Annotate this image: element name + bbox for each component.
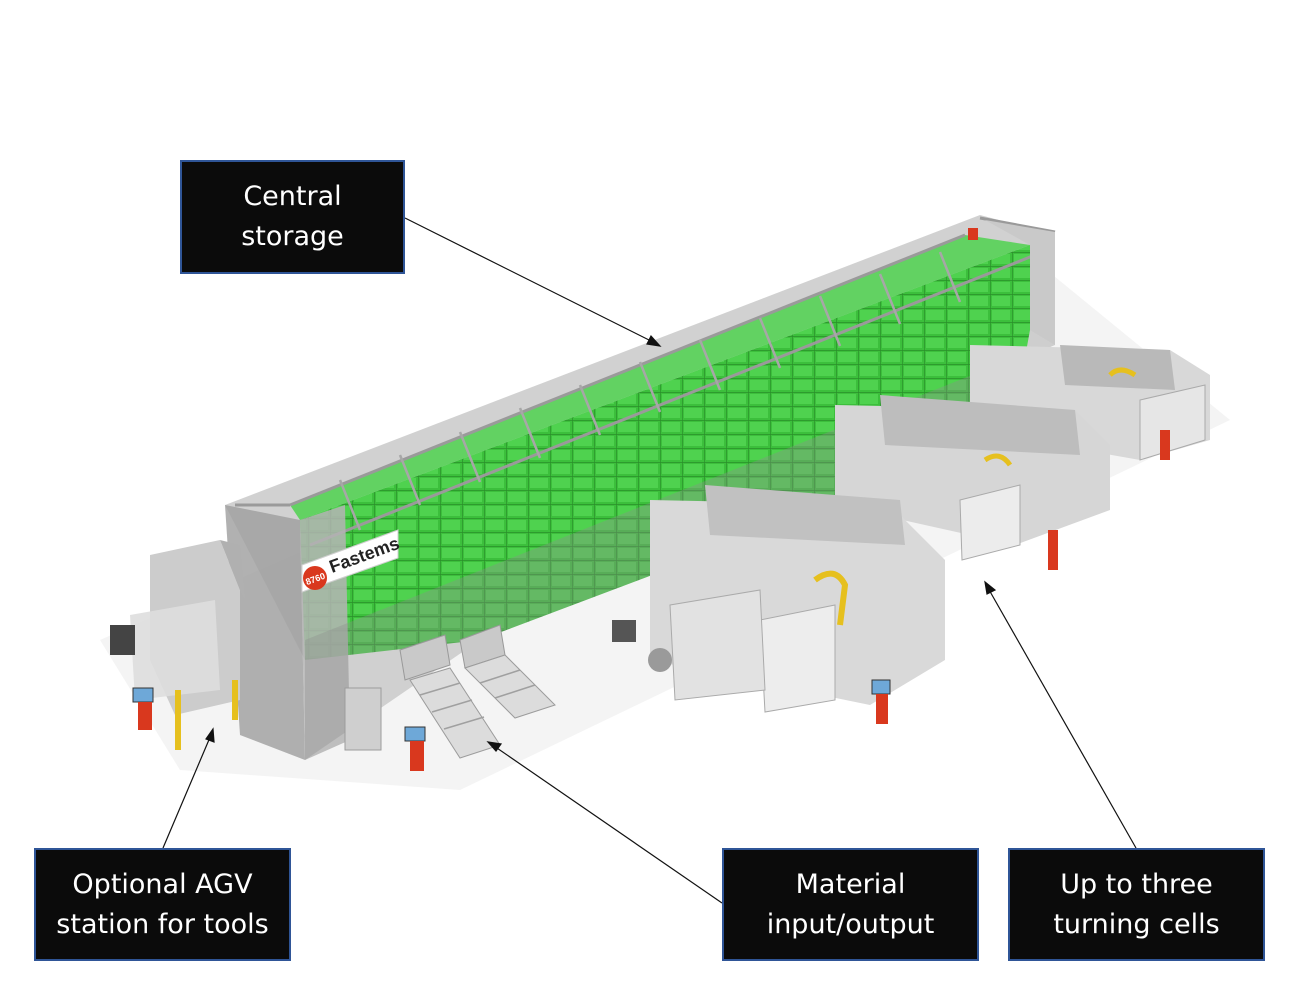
leader-agv-station — [162, 734, 212, 849]
material-operator-terminal — [404, 726, 426, 771]
callout-central-storage: Central storage — [180, 160, 405, 274]
callout-material-io-line1: Material — [795, 868, 906, 900]
callout-turning-cells: Up to three turning cells — [1008, 848, 1265, 961]
callout-material-io-line2: input/output — [766, 908, 935, 940]
leader-turning-cells — [987, 587, 1137, 849]
output-conveyor — [464, 654, 556, 719]
callout-central-storage-line1: Central — [243, 181, 342, 212]
leader-lines — [162, 217, 1137, 904]
agv-safety-post — [175, 690, 181, 750]
storage-front-enclosure — [225, 505, 305, 760]
turning-cell-2 — [835, 395, 1110, 570]
callout-turning-cells-line1: Up to three — [1060, 868, 1213, 900]
callout-agv-station-line2: station for tools — [56, 908, 269, 940]
agv-operator-terminal — [132, 687, 154, 730]
fastems-badge — [303, 566, 327, 590]
callout-central-storage-line2: storage — [241, 221, 344, 252]
callout-material-io: Material input/output — [722, 848, 979, 961]
leader-material-io — [493, 745, 723, 904]
callout-agv-station-line1: Optional AGV — [72, 868, 253, 900]
cell-operator-terminal — [871, 679, 891, 724]
callout-turning-cells-line2: turning cells — [1053, 908, 1220, 940]
agv-tool-station — [110, 540, 245, 750]
leader-central-storage — [404, 217, 656, 344]
callout-agv-station: Optional AGV station for tools — [34, 848, 291, 961]
material-io-station — [399, 624, 556, 771]
storage-racks — [300, 245, 1030, 660]
robot-arm — [813, 570, 849, 626]
turning-cell-1 — [612, 485, 945, 724]
